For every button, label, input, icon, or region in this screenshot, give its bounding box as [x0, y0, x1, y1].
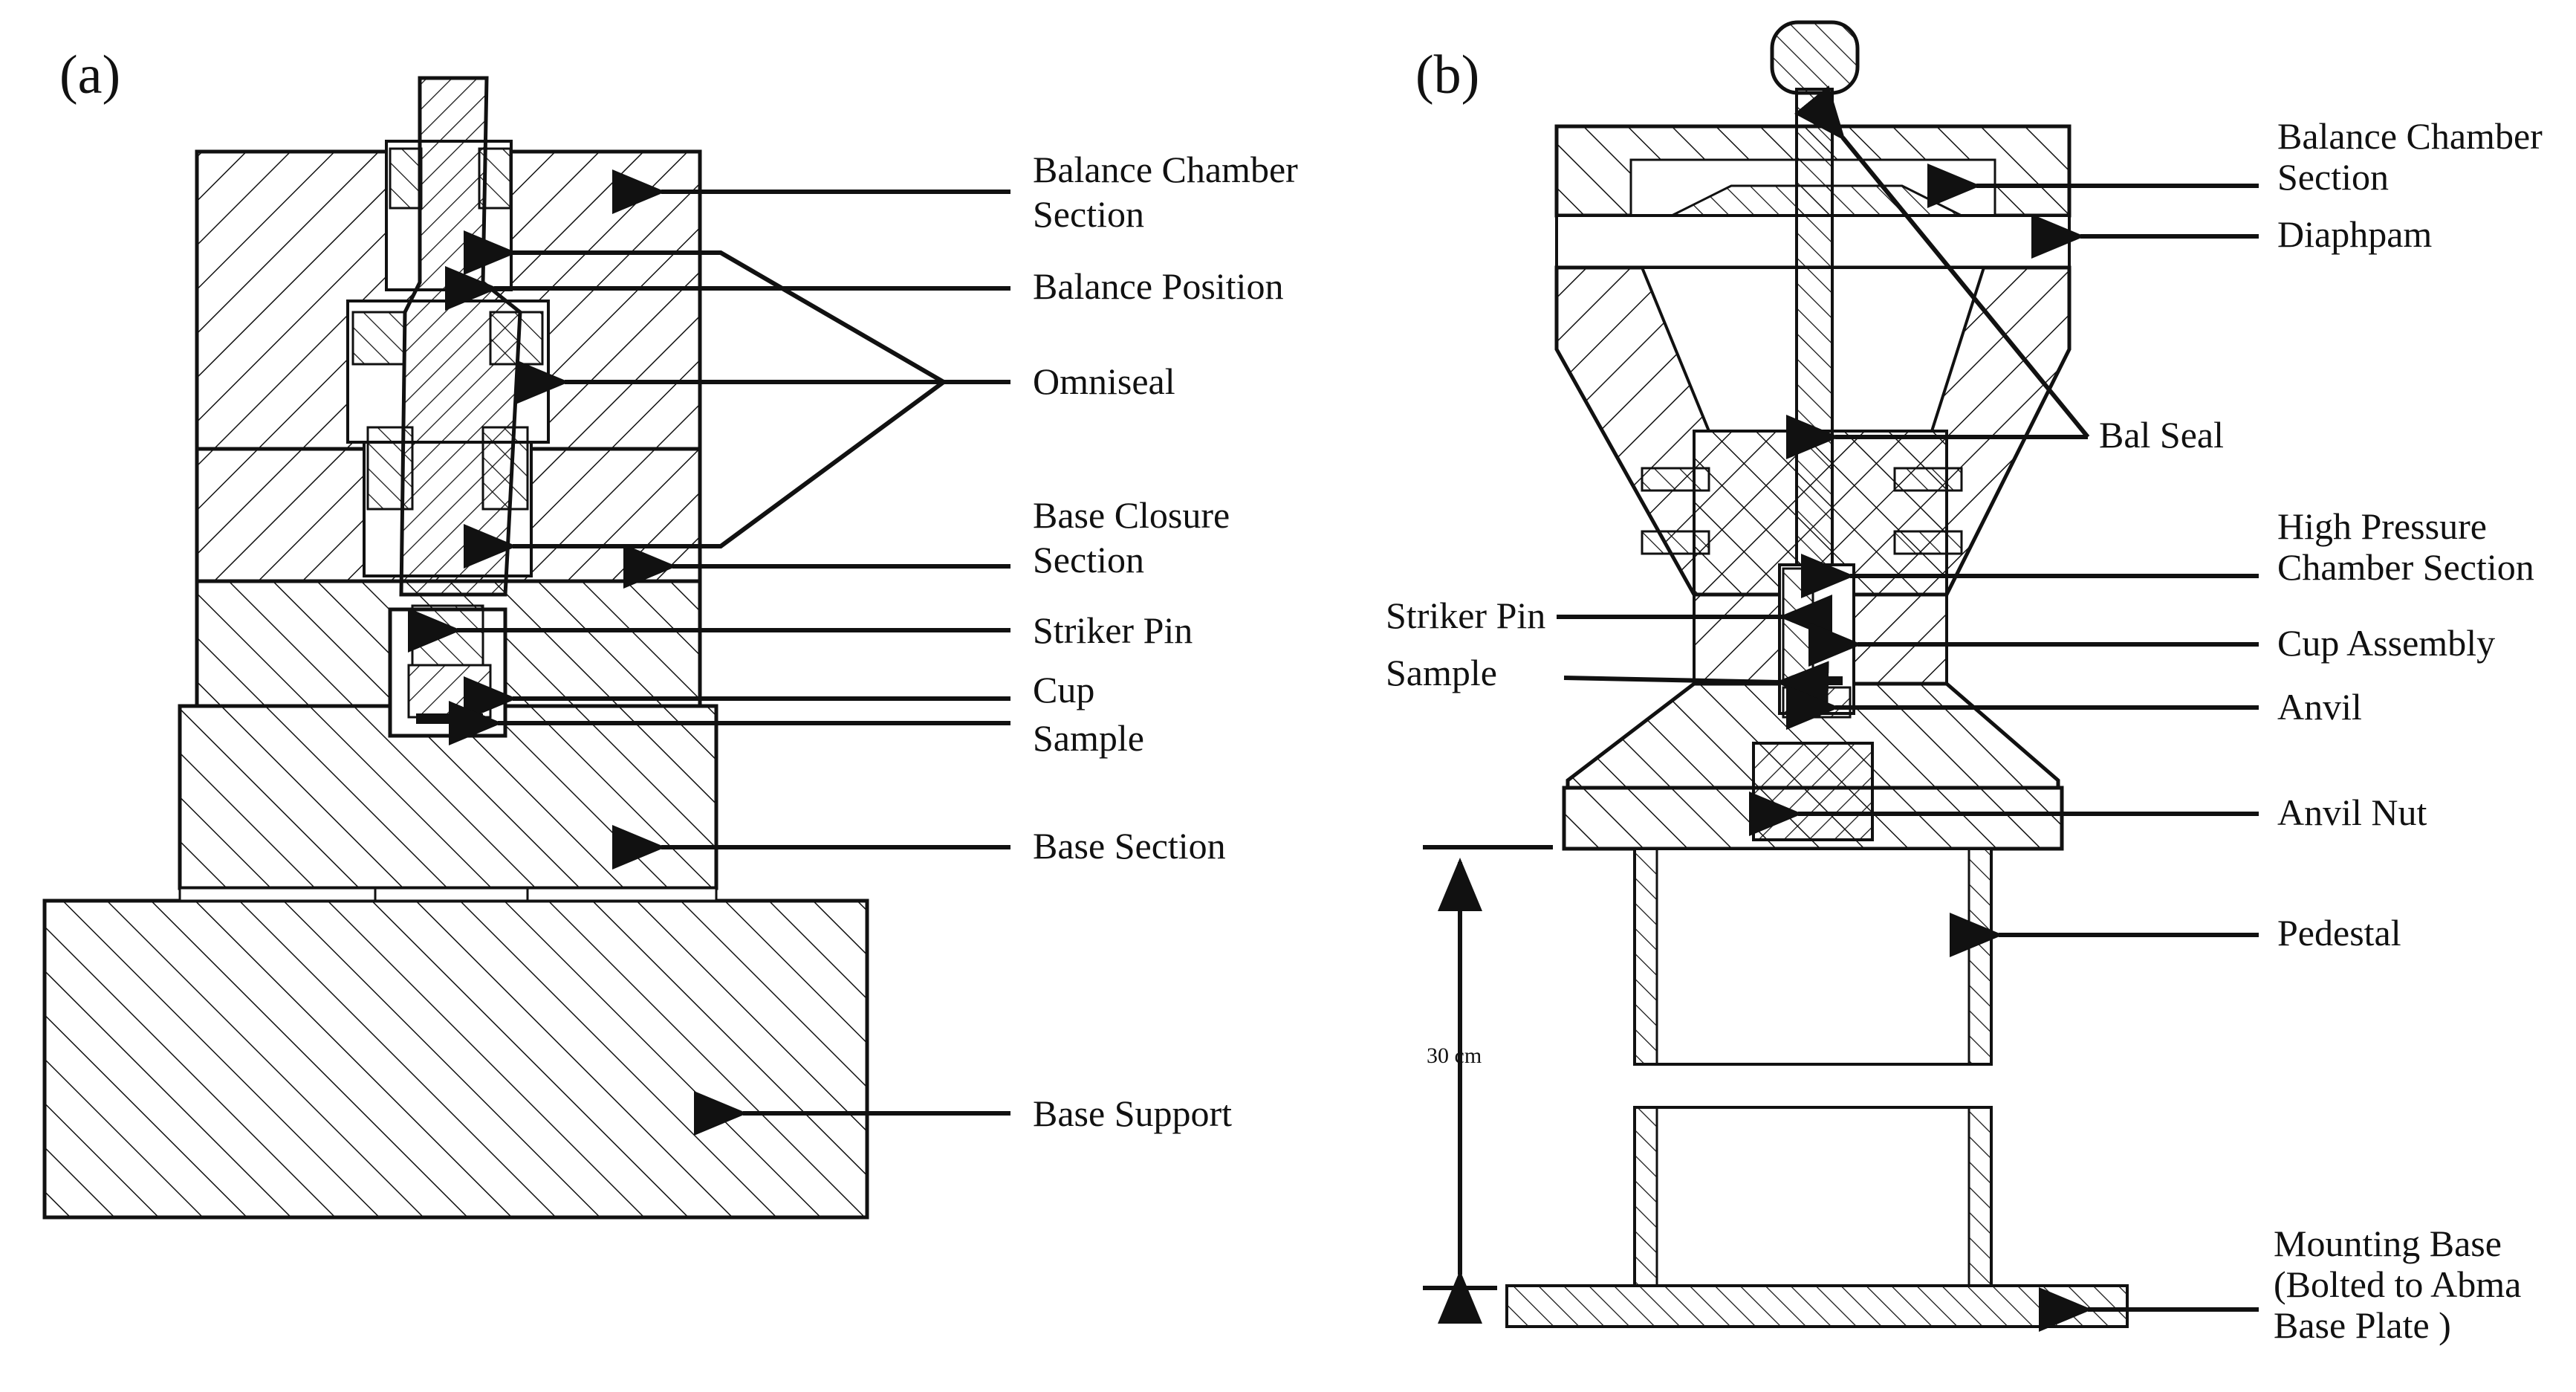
label-b-diaphragm: Diaphpam: [2277, 213, 2432, 255]
panel-a-tag: (a): [59, 45, 120, 106]
central-shaft-b: [1795, 88, 1834, 611]
label-b-balance-chamber-2: Section: [2277, 156, 2389, 198]
label-a-omniseal: Omniseal: [1033, 360, 1175, 402]
side-fin-right-1: [1893, 467, 1963, 492]
label-a-striker-pin: Striker Pin: [1033, 609, 1193, 651]
pedestal-wall-left-1: [1633, 847, 1658, 1066]
label-a-base-closure-2: Section: [1033, 539, 1144, 580]
label-a-sample: Sample: [1033, 717, 1144, 759]
side-fin-left-1: [1641, 467, 1710, 492]
base-contact: [374, 887, 529, 902]
label-a-base-section: Base Section: [1033, 825, 1226, 867]
label-b-balance-chamber-1: Balance Chamber: [2277, 115, 2543, 157]
label-b-dimension: 30 cm: [1427, 1043, 1482, 1068]
pedestal-wall-left-2: [1633, 1106, 1658, 1287]
label-b-bal-seal: Bal Seal: [2099, 414, 2224, 456]
panel-b-tag: (b): [1415, 45, 1479, 106]
pedestal-lower: [1633, 1106, 1993, 1287]
side-fin-left-2: [1641, 530, 1710, 555]
panel-a-leaders: [408, 169, 1010, 1136]
panel-a: (a): [42, 45, 1298, 1220]
pedestal-wall-right-1: [1967, 847, 1993, 1066]
label-a-balance-chamber-1: Balance Chamber: [1033, 149, 1298, 190]
dimension-indicator: [1423, 845, 1553, 1324]
cup-inner-a: [407, 664, 492, 719]
bolt-head: [1770, 20, 1860, 95]
mounting-base-plate: [1505, 1284, 2129, 1328]
label-a-balance-position: Balance Position: [1033, 265, 1283, 307]
label-b-mounting-base-2: (Bolted to Abma: [2274, 1263, 2521, 1305]
label-a-base-closure-1: Base Closure: [1033, 494, 1230, 536]
label-a-balance-chamber-2: Section: [1033, 193, 1144, 235]
pedestal-wall-right-2: [1967, 1106, 1993, 1287]
label-b-sample: Sample: [1386, 652, 1497, 693]
anvil-nut-b: [1752, 742, 1874, 841]
sample-a: [416, 713, 483, 724]
balance-ring-left: [389, 147, 423, 210]
omniseal-left-1: [351, 311, 406, 366]
label-b-striker-pin: Striker Pin: [1386, 595, 1545, 636]
label-b-mounting-base-3: Base Plate ): [2274, 1304, 2451, 1346]
side-fin-right-2: [1893, 530, 1963, 555]
label-b-high-pressure-1: High Pressure: [2277, 505, 2487, 547]
pedestal-upper: [1633, 847, 1993, 1066]
panel-b: (b): [1386, 20, 2543, 1346]
label-b-high-pressure-2: Chamber Section: [2277, 546, 2534, 588]
label-b-pedestal: Pedestal: [2277, 912, 2401, 954]
label-a-base-support: Base Support: [1033, 1092, 1232, 1134]
base-support-block: [42, 899, 869, 1220]
piston-shaft: [399, 76, 522, 597]
label-b-anvil: Anvil: [2277, 686, 2362, 728]
panel-b-leaders: [1557, 85, 2259, 1332]
striker-pin-b: [1782, 567, 1814, 682]
sample-b: [1791, 676, 1843, 685]
label-b-mounting-base-1: Mounting Base: [2274, 1223, 2502, 1264]
label-b-anvil-nut: Anvil Nut: [2277, 792, 2427, 833]
label-a-cup: Cup: [1033, 669, 1094, 710]
striker-pin-a: [411, 604, 484, 667]
anvil-b: [1782, 686, 1852, 719]
label-b-cup-assembly: Cup Assembly: [2277, 622, 2495, 664]
